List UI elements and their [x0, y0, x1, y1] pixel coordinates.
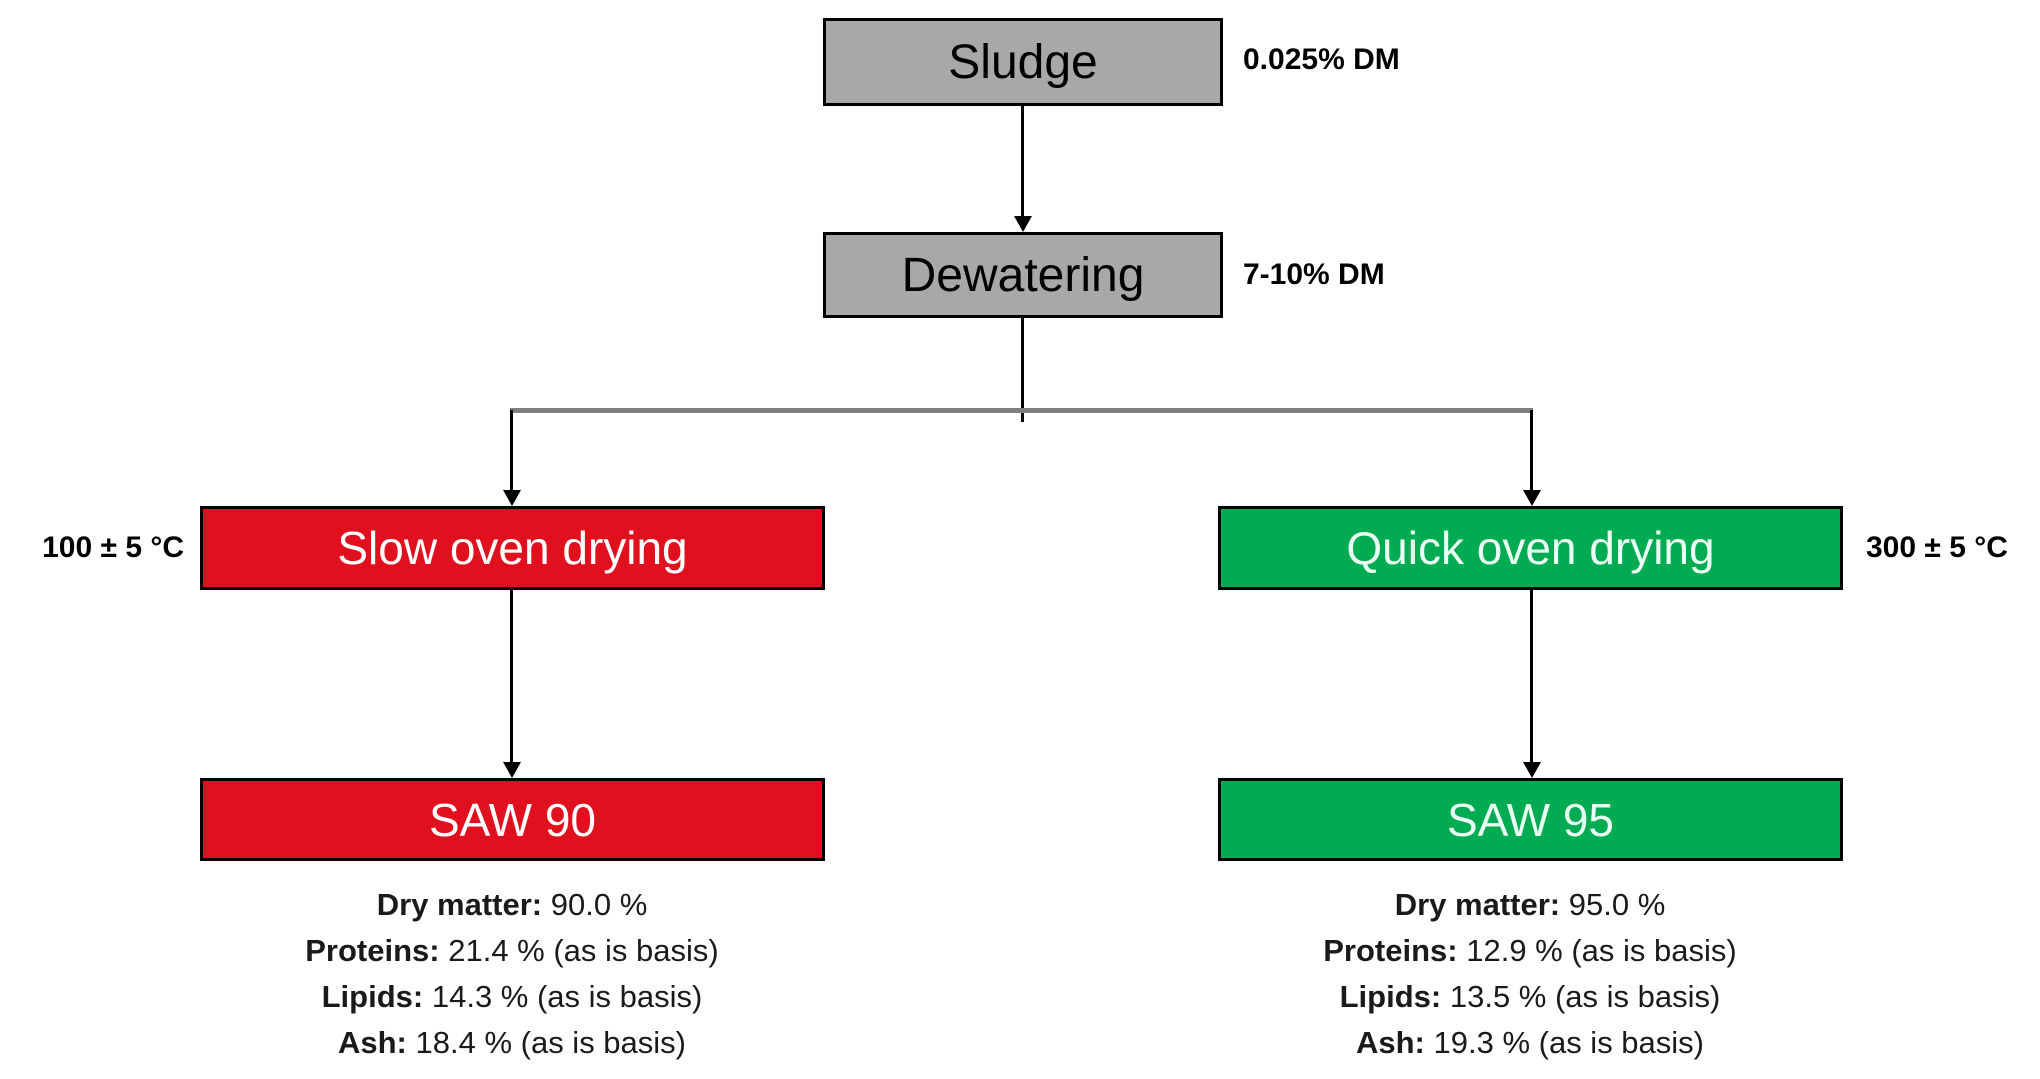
node-saw90: SAW 90 [200, 778, 825, 861]
arrow-slow-oven-to-saw90 [510, 590, 513, 762]
connector-branch-line [510, 408, 1533, 413]
composition-label: Proteins: [305, 933, 440, 968]
arrow-sludge-to-dewatering [1021, 106, 1024, 216]
saw90-composition: Dry matter: 90.0 % Proteins: 21.4 % (as … [112, 882, 912, 1066]
temperature-label-slow: 100 ± 5 °C [42, 531, 184, 564]
composition-line: Lipids: 14.3 % (as is basis) [112, 974, 912, 1020]
composition-value: 19.3 % (as is basis) [1433, 1025, 1705, 1060]
composition-label: Dry matter: [376, 887, 543, 922]
composition-line: Proteins: 12.9 % (as is basis) [1130, 928, 1930, 974]
arrow-branch-to-slow-oven [510, 410, 513, 490]
dm-label-sludge: 0.025% DM [1243, 43, 1400, 76]
node-dewatering: Dewatering [823, 232, 1223, 318]
composition-value: 95.0 % [1568, 887, 1666, 922]
composition-value: 12.9 % (as is basis) [1466, 933, 1737, 968]
node-slow-oven-drying: Slow oven drying [200, 506, 825, 590]
node-quick-oven-drying: Quick oven drying [1218, 506, 1843, 590]
composition-label: Dry matter: [1394, 887, 1561, 922]
composition-label: Lipids: [321, 979, 424, 1014]
node-saw95: SAW 95 [1218, 778, 1843, 861]
composition-value: 21.4 % (as is basis) [448, 933, 719, 968]
temperature-label-quick: 300 ± 5 °C [1866, 531, 2008, 564]
dm-label-dewatering: 7-10% DM [1243, 258, 1385, 291]
composition-line: Lipids: 13.5 % (as is basis) [1130, 974, 1930, 1020]
composition-label: Ash: [1355, 1025, 1425, 1060]
composition-value: 18.4 % (as is basis) [415, 1025, 687, 1060]
composition-value: 13.5 % (as is basis) [1449, 979, 1721, 1014]
composition-label: Lipids: [1339, 979, 1442, 1014]
composition-line: Dry matter: 95.0 % [1130, 882, 1930, 928]
composition-line: Ash: 19.3 % (as is basis) [1130, 1020, 1930, 1066]
composition-line: Dry matter: 90.0 % [112, 882, 912, 928]
composition-value: 14.3 % (as is basis) [431, 979, 703, 1014]
saw95-composition: Dry matter: 95.0 % Proteins: 12.9 % (as … [1130, 882, 1930, 1066]
connector-dewatering-stem [1021, 318, 1024, 422]
composition-line: Ash: 18.4 % (as is basis) [112, 1020, 912, 1066]
composition-label: Proteins: [1323, 933, 1458, 968]
composition-label: Ash: [337, 1025, 407, 1060]
composition-line: Proteins: 21.4 % (as is basis) [112, 928, 912, 974]
composition-value: 90.0 % [550, 887, 648, 922]
arrow-quick-oven-to-saw95 [1530, 590, 1533, 762]
arrow-branch-to-quick-oven [1530, 410, 1533, 490]
node-sludge: Sludge [823, 18, 1223, 106]
